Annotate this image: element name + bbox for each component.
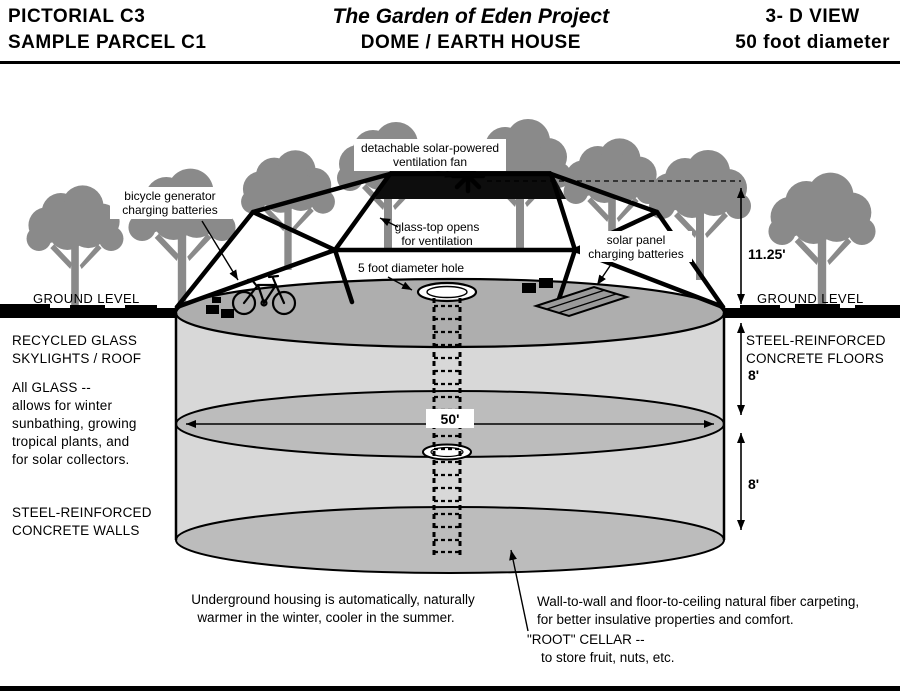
header-divider: [0, 61, 900, 64]
bottom-border: [0, 686, 900, 691]
bicycle-label-line2: charging batteries: [122, 203, 217, 217]
glass-top-panel: [375, 171, 566, 199]
header-pictorial: PICTORIAL C3: [8, 6, 146, 27]
fan-leader: [433, 169, 456, 178]
fan-label-line2: ventilation fan: [393, 155, 467, 169]
skylights-label-line1: RECYCLED GLASS: [12, 333, 137, 348]
bicycle-label-line1: bicycle generator: [124, 189, 215, 203]
all-glass-label-line1: All GLASS --: [12, 380, 91, 395]
cellar-note-line2: to store fruit, nuts, etc.: [541, 650, 675, 665]
header-diameter: 50 foot diameter: [735, 32, 890, 53]
bicycle-batteries: [206, 297, 234, 318]
all-glass-label-line4: tropical plants, and: [12, 434, 129, 449]
ground-level-right-label: GROUND LEVEL: [757, 291, 864, 306]
ground-level-left-label: GROUND LEVEL: [33, 291, 140, 306]
skylights-label-line2: SKYLIGHTS / ROOF: [12, 351, 141, 366]
all-glass-label-line5: for solar collectors.: [12, 452, 130, 467]
floors-label-line1: STEEL-REINFORCED: [746, 333, 886, 348]
upper-floor-dim: 8': [748, 367, 759, 383]
header-parcel: SAMPLE PARCEL C1: [8, 32, 207, 53]
page-subtitle: DOME / EARTH HOUSE: [360, 32, 581, 53]
walls-label-line1: STEEL-REINFORCED: [12, 505, 152, 520]
carpet-note-line1: Wall-to-wall and floor-to-ceiling natura…: [537, 594, 859, 609]
cellar-note-line1: "ROOT" CELLAR --: [527, 632, 645, 647]
bicycle-leader: [201, 220, 239, 281]
solar-label-line1: solar panel: [607, 233, 666, 247]
glass-top-leader: [379, 217, 399, 228]
underground-note-line1: Underground housing is automatically, na…: [191, 592, 475, 607]
fan-label-line1: detachable solar-powered: [361, 141, 499, 155]
solar-batteries: [522, 278, 553, 293]
glass-top-label-line1: glass-top opens: [395, 220, 480, 234]
floor-hole: [422, 443, 472, 461]
header: PICTORIAL C3 SAMPLE PARCEL C1 The Garden…: [0, 0, 900, 60]
hole-label: 5 foot diameter hole: [358, 261, 464, 275]
tree-icon: [768, 172, 876, 310]
solar-leader: [596, 262, 613, 286]
cellar-leader: [509, 549, 529, 632]
solar-panel-icon: [532, 285, 631, 318]
ground-band-left: [0, 304, 177, 318]
all-glass-label-line3: sunbathing, growing: [12, 416, 137, 431]
header-view: 3- D VIEW: [765, 6, 860, 27]
bicycle-icon: [231, 274, 297, 316]
dimension-lines: [186, 180, 745, 530]
all-glass-label-line2: allows for winter: [12, 398, 112, 413]
hole-leader: [387, 276, 413, 291]
page-title: The Garden of Eden Project: [332, 5, 610, 28]
walls-label-line2: CONCRETE WALLS: [12, 523, 140, 538]
carpet-note-line2: for better insulative properties and com…: [537, 612, 794, 627]
ground-band-right: [723, 304, 900, 318]
floors-label-line2: CONCRETE FLOORS: [746, 351, 884, 366]
dome-height-dim: 11.25': [748, 246, 786, 262]
glass-top-label-line2: for ventilation: [401, 234, 472, 248]
diameter-dim: 50': [441, 411, 460, 427]
leader-arrows: [201, 169, 613, 632]
solar-label-line2: charging batteries: [588, 247, 683, 261]
lower-floor-dim: 8': [748, 476, 759, 492]
underground-note-line2: warmer in the winter, cooler in the summ…: [196, 610, 454, 625]
